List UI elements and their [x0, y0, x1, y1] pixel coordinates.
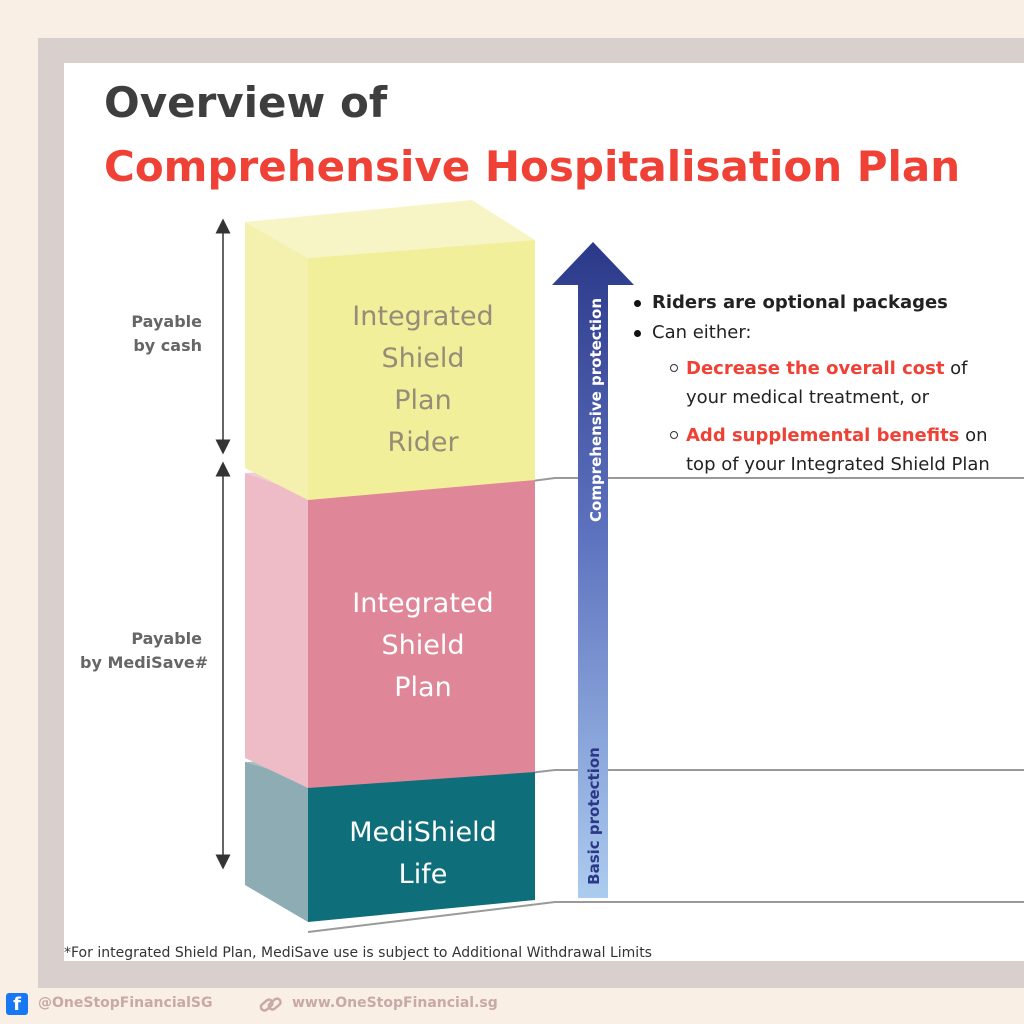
bullet-dot: [634, 330, 641, 337]
title-line-2: Comprehensive Hospitalisation Plan: [104, 142, 961, 191]
link-icon: [259, 997, 282, 1012]
payable-by-cash-label: Payable by cash: [131, 312, 202, 355]
sub-bullet-decrease-cost: Decrease the overall cost of your medica…: [632, 354, 1024, 412]
shield-block-label: Integrated Shield Plan: [352, 588, 494, 703]
rider-block-label: Integrated Shield Plan Rider: [352, 301, 494, 458]
payable-by-medisave-label: Payable by MediSave#: [80, 629, 209, 672]
facebook-handle-link[interactable]: @OneStopFinancialSG: [38, 995, 213, 1011]
bullet-dot: [634, 300, 641, 307]
title-line-1: Overview of: [104, 78, 388, 127]
bullet-riders-optional: Riders are optional packages: [632, 288, 1024, 318]
bullet-can-either: Can either:: [632, 318, 1024, 348]
rider-bullet-list: Riders are optional packages Can either:…: [632, 288, 1024, 479]
sub-bullet-ring: [670, 431, 678, 439]
medishield-block-label: MediShield Life: [349, 817, 497, 890]
sub-bullet-supplemental-benefits: Add supplemental benefits on top of your…: [632, 421, 1024, 479]
footnote: *For integrated Shield Plan, MediSave us…: [64, 945, 652, 961]
diagram-card: [64, 63, 1024, 961]
facebook-icon[interactable]: f: [6, 993, 28, 1015]
website-link[interactable]: www.OneStopFinancial.sg: [292, 995, 498, 1011]
sub-bullet-ring: [670, 364, 678, 372]
